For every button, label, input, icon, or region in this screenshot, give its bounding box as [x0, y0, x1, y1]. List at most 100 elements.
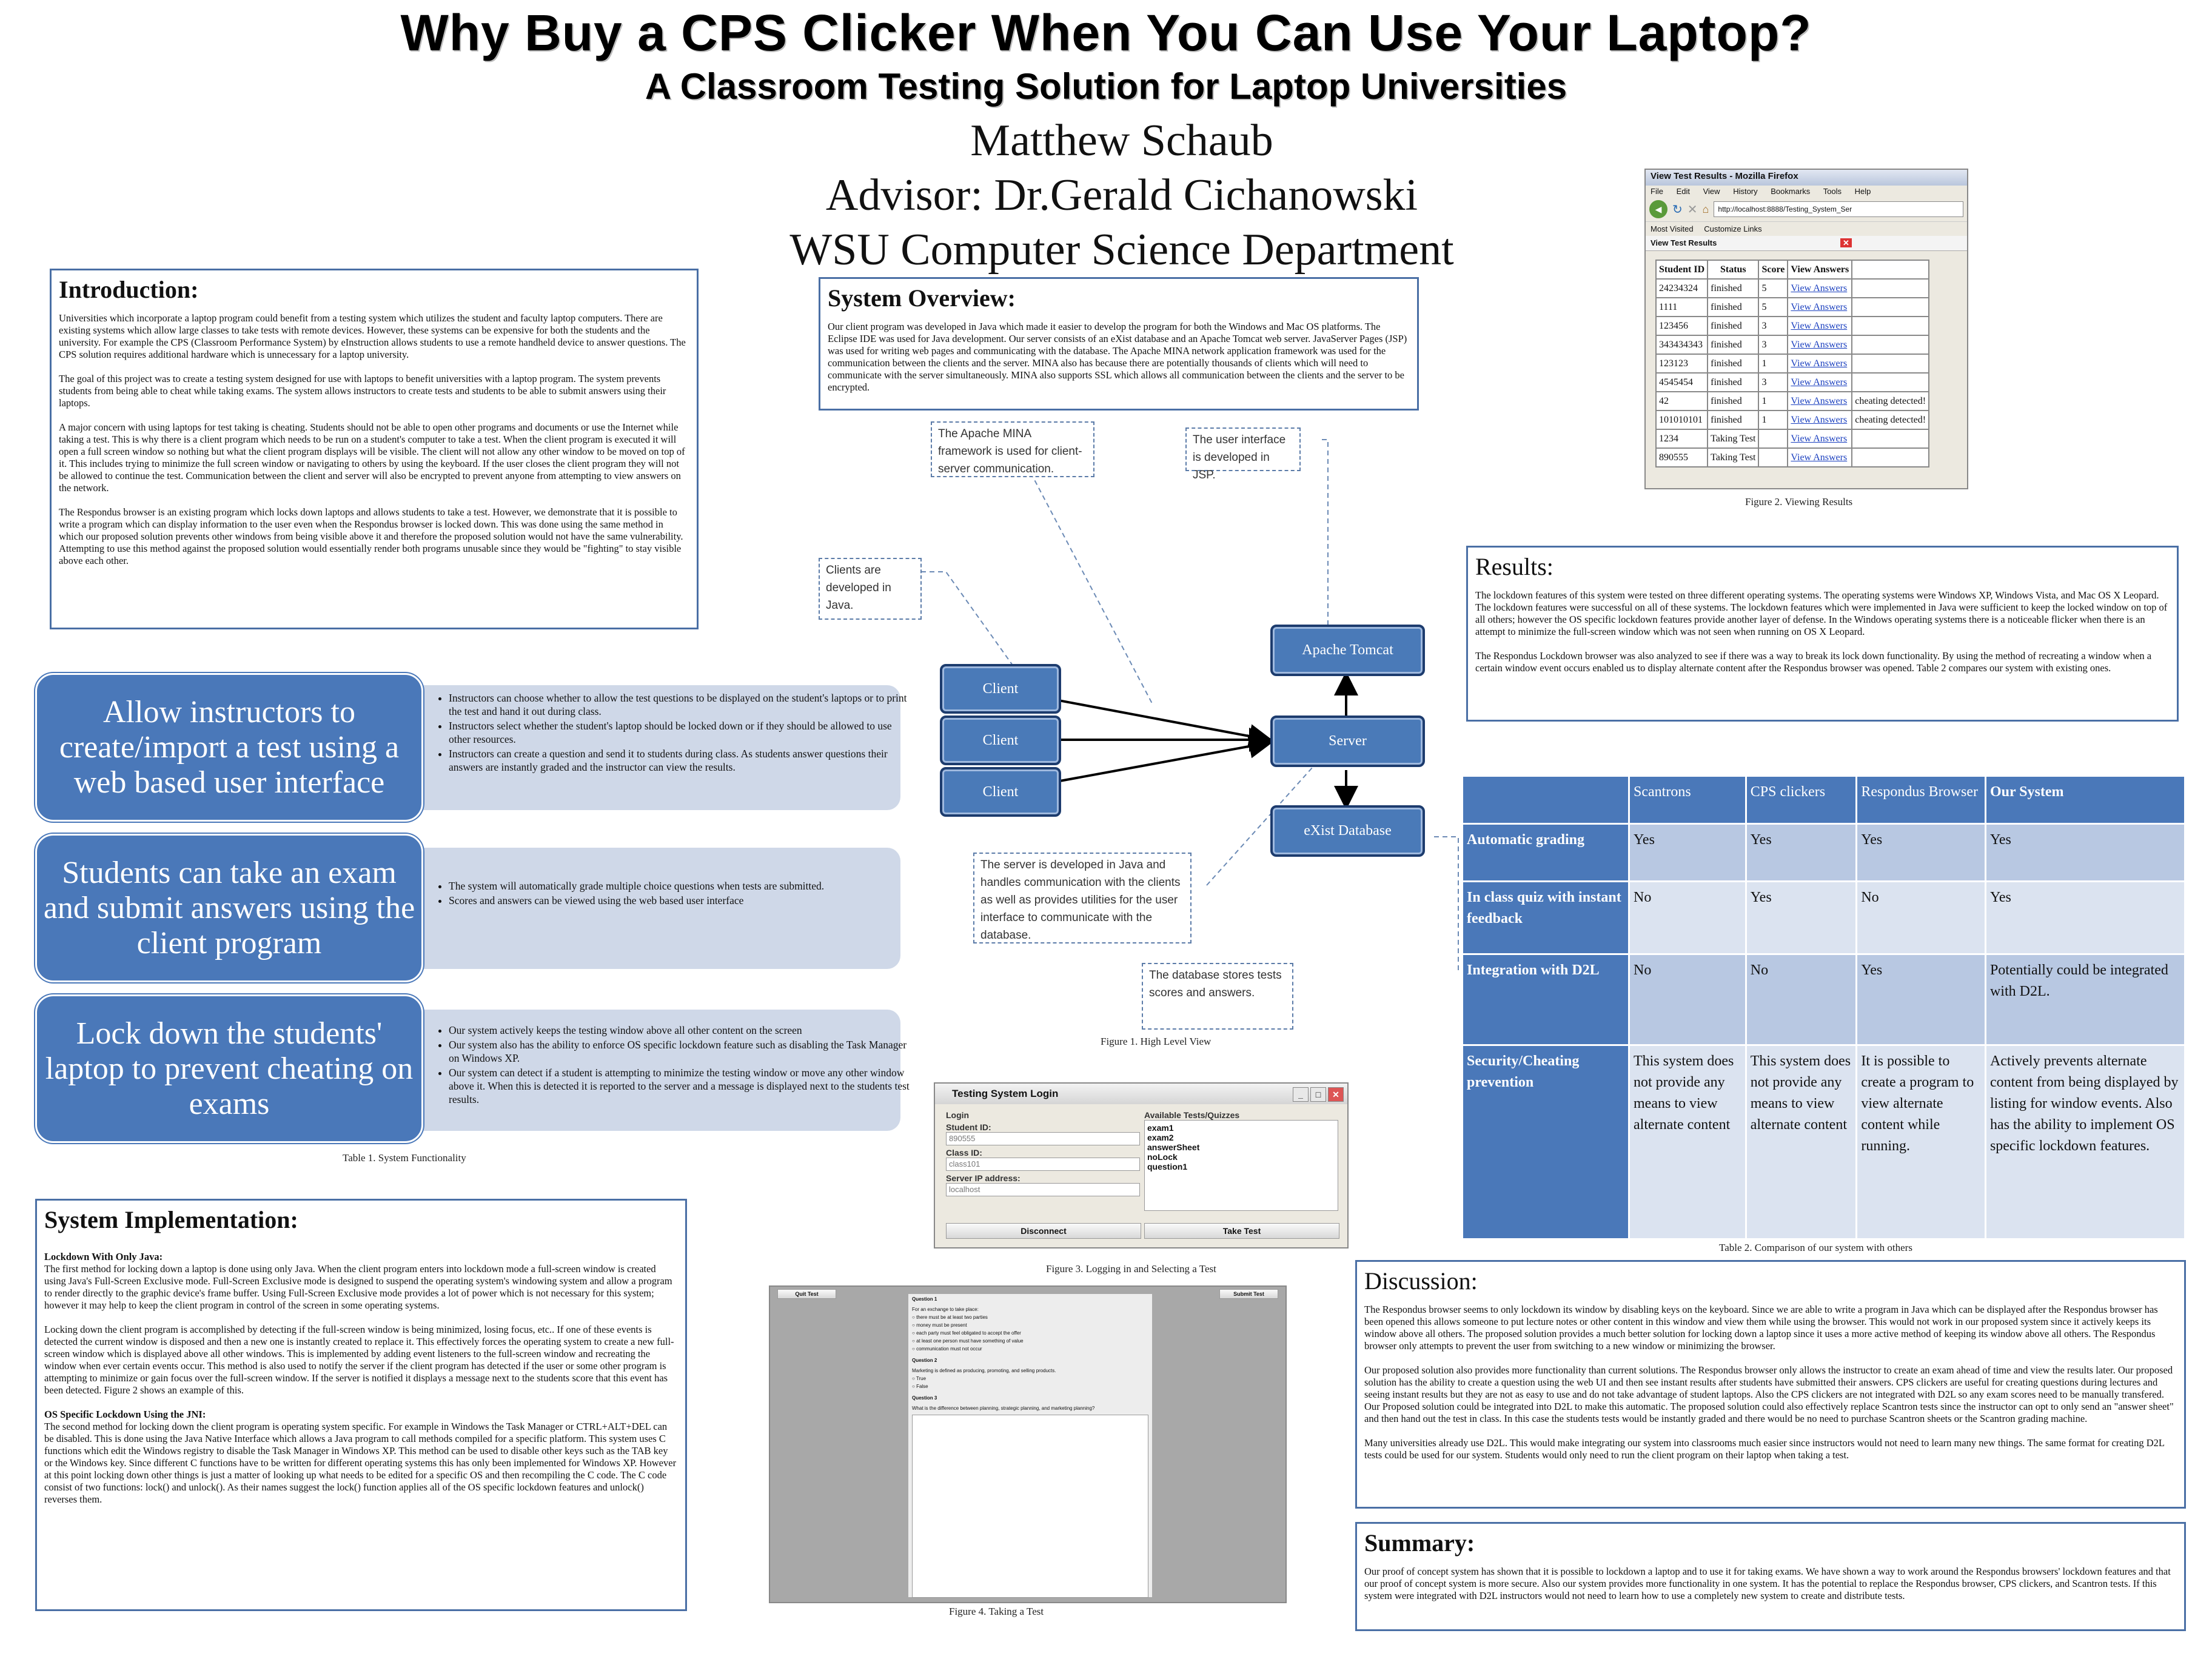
answer-option[interactable]: ○ there must be at least two parties — [912, 1315, 988, 1320]
row-header: Automatic grading — [1461, 823, 1630, 882]
tests-list[interactable]: exam1 exam2 answerSheet noLock question1 — [1144, 1120, 1338, 1211]
implementation-paragraph: The second method for locking down the c… — [44, 1421, 677, 1505]
view-answers-link[interactable]: View Answers — [1791, 395, 1848, 406]
server-ip-field[interactable]: localhost — [946, 1183, 1140, 1196]
figure3-caption: Figure 3. Logging in and Selecting a Tes… — [1046, 1263, 1216, 1275]
close-icon[interactable]: ✕ — [1328, 1087, 1344, 1102]
home-icon[interactable]: ⌂ — [1702, 203, 1709, 215]
menu-item[interactable]: Bookmarks — [1771, 187, 1811, 196]
option-label: each party must feel obligated to accept… — [916, 1330, 1021, 1336]
answer-option[interactable]: ○ True — [912, 1376, 927, 1381]
browser-tab[interactable]: View Test Results ✕ — [1646, 236, 1967, 251]
feature-bullet: Our system can detect if a student is at… — [449, 1066, 910, 1106]
table1-caption: Table 1. System Functionality — [343, 1152, 466, 1164]
answer-option[interactable]: ○ communication must not occur — [912, 1346, 982, 1352]
browser-menu: File Edit View History Bookmarks Tools H… — [1646, 186, 1967, 197]
cell: Taking Test — [1707, 447, 1760, 468]
menu-item[interactable]: History — [1733, 187, 1758, 196]
table-row: Integration with D2L No No Yes Potential… — [1461, 953, 2187, 1046]
menu-item[interactable]: Help — [1854, 187, 1871, 196]
test-item[interactable]: noLock — [1147, 1152, 1178, 1162]
menu-item[interactable]: File — [1651, 187, 1663, 196]
maximize-icon[interactable]: □ — [1310, 1087, 1326, 1102]
cell: 4545454 — [1655, 372, 1709, 392]
view-answers-link[interactable]: View Answers — [1791, 452, 1848, 463]
cell: Taking Test — [1707, 429, 1760, 449]
cell: finished — [1707, 354, 1760, 374]
question-title: Question 1 — [912, 1296, 937, 1302]
take-test-button[interactable]: Take Test — [1144, 1223, 1339, 1239]
test-item[interactable]: question1 — [1147, 1162, 1188, 1171]
author-name: Matthew Schaub — [970, 116, 1273, 166]
cell: 1111 — [1655, 297, 1709, 317]
view-answers-link[interactable]: View Answers — [1791, 414, 1848, 425]
cell — [1851, 278, 1930, 298]
discussion-paragraph: Our proposed solution also provides more… — [1364, 1364, 2174, 1424]
tests-panel: Available Tests/Quizzes exam1 exam2 answ… — [1144, 1110, 1338, 1211]
class-id-field[interactable]: class101 — [946, 1158, 1140, 1171]
note-ui: The user interface is developed in JSP. — [1185, 427, 1301, 481]
view-answers-link[interactable]: View Answers — [1791, 339, 1848, 350]
answer-textarea[interactable] — [912, 1415, 1148, 1598]
introduction-heading: Introduction: — [59, 276, 199, 303]
url-input[interactable]: http://localhost:8888/Testing_System_Ser — [1714, 201, 1963, 217]
column-header: Our System — [1984, 775, 2187, 825]
view-answers-link[interactable]: View Answers — [1791, 377, 1848, 387]
feature-lockdown: Lock down the students' laptop to preven… — [35, 994, 423, 1143]
feature-bullet: The system will automatically grade mult… — [449, 879, 910, 893]
quit-test-button[interactable]: Quit Test — [777, 1289, 836, 1299]
back-icon[interactable]: ◀ — [1649, 200, 1667, 218]
submit-test-button[interactable]: Submit Test — [1219, 1289, 1278, 1299]
disconnect-button[interactable]: Disconnect — [946, 1223, 1141, 1239]
view-answers-link[interactable]: View Answers — [1791, 283, 1848, 293]
figure1-caption: Figure 1. High Level View — [1101, 1036, 1212, 1047]
view-answers-link[interactable]: View Answers — [1791, 301, 1848, 312]
cell: 343434343 — [1655, 335, 1709, 355]
row-header: In class quiz with instant feedback — [1461, 880, 1630, 955]
feature-students-list: The system will automatically grade mult… — [435, 879, 910, 908]
close-tab-icon[interactable]: ✕ — [1840, 238, 1852, 247]
stop-icon[interactable]: ✕ — [1687, 203, 1698, 216]
table-row: In class quiz with instant feedback No Y… — [1461, 880, 2187, 955]
menu-item[interactable]: Edit — [1676, 187, 1690, 196]
figure3-login-window: Testing System Login _ □ ✕ Login Student… — [934, 1082, 1349, 1248]
cell: finished — [1707, 410, 1760, 430]
reload-icon[interactable]: ↻ — [1672, 203, 1683, 216]
bookmark-item[interactable]: Most Visited — [1651, 224, 1694, 233]
feature-bullet: Instructors can create a question and se… — [449, 747, 910, 774]
minimize-icon[interactable]: _ — [1293, 1087, 1309, 1102]
row-header: Integration with D2L — [1461, 953, 1630, 1046]
view-answers-link[interactable]: View Answers — [1791, 433, 1848, 444]
cell: 101010101 — [1655, 410, 1709, 430]
cell: 5 — [1758, 297, 1789, 317]
test-item[interactable]: exam1 — [1147, 1123, 1174, 1133]
answer-option[interactable]: ○ each party must feel obligated to acce… — [912, 1330, 1021, 1336]
cell: This system does not provide any means t… — [1628, 1044, 1747, 1240]
implementation-panel: System Implementation: Lockdown With Onl… — [35, 1199, 687, 1611]
view-answers-link[interactable]: View Answers — [1791, 358, 1848, 369]
menu-item[interactable]: Tools — [1823, 187, 1842, 196]
cell — [1851, 354, 1930, 374]
student-id-field[interactable]: 890555 — [946, 1132, 1140, 1145]
cell: Yes — [1855, 953, 1986, 1046]
answer-option[interactable]: ○ at least one person must have somethin… — [912, 1338, 1024, 1344]
menu-item[interactable]: View — [1703, 187, 1720, 196]
answer-option[interactable]: ○ money must be present — [912, 1322, 967, 1328]
test-item[interactable]: exam2 — [1147, 1133, 1174, 1142]
cell: 3 — [1758, 372, 1789, 392]
column-header — [1851, 260, 1930, 280]
cell: No — [1744, 953, 1858, 1046]
answer-option[interactable]: ○ False — [912, 1384, 928, 1389]
node-server: Server — [1270, 716, 1425, 767]
table-row: Security/Cheating prevention This system… — [1461, 1044, 2187, 1240]
cell: 1234 — [1655, 429, 1709, 449]
poster-subtitle: A Classroom Testing Solution for Laptop … — [645, 66, 1567, 107]
note-clients: Clients are developed in Java. — [819, 558, 922, 620]
view-answers-link[interactable]: View Answers — [1791, 320, 1848, 331]
cell: 123123 — [1655, 354, 1709, 374]
question-text: For an exchange to take place: — [912, 1307, 979, 1312]
test-item[interactable]: answerSheet — [1147, 1142, 1200, 1152]
bookmark-item[interactable]: Customize Links — [1704, 224, 1762, 233]
